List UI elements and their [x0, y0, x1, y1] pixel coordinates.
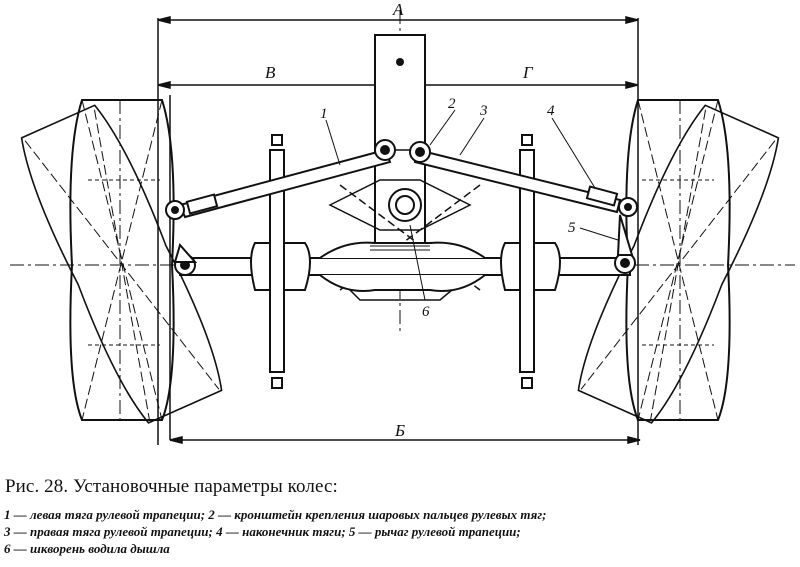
- part-number-5: 5: [568, 220, 576, 236]
- caption-title: Рис. 28. Установочные параметры колес:: [5, 476, 338, 497]
- left-tie-rod: [165, 148, 392, 220]
- right-tie-rod: [413, 148, 638, 217]
- leaf-springs: [269, 134, 535, 389]
- dimension-label-g: Г: [522, 63, 534, 82]
- axle-beam: [179, 241, 631, 292]
- figure-caption: Рис. 28. Установочные параметры колес: 1…: [4, 476, 796, 557]
- part-number-6: 6: [422, 304, 430, 320]
- part-number-3: 3: [479, 103, 488, 119]
- caption-legend-line: 3 — правая тяга рулевой трапеции; 4 — на…: [4, 524, 521, 539]
- right-wheel-steered: [577, 104, 780, 424]
- part-number-2: 2: [448, 96, 456, 112]
- left-wheel-steered: [20, 104, 223, 424]
- dimension-lines: [157, 16, 641, 445]
- caption-legend-line: 1 — левая тяга рулевой трапеции; 2 — кро…: [4, 507, 547, 522]
- dimension-label-b: Б: [394, 421, 405, 440]
- caption-legend-line: 6 — шкворень водила дышла: [4, 541, 170, 556]
- part-number-4: 4: [547, 103, 555, 119]
- left-wheel: [69, 99, 175, 421]
- dimension-label-a: А: [392, 0, 404, 19]
- tie-rod-bracket: [374, 139, 431, 163]
- dimension-label-v: В: [265, 63, 276, 82]
- wheel-alignment-diagram: А В Г Б 1 2 3 4 5 6: [10, 0, 795, 445]
- part-number-1: 1: [320, 106, 328, 122]
- steering-knuckles: [173, 214, 636, 276]
- leader-lines: [325, 109, 619, 301]
